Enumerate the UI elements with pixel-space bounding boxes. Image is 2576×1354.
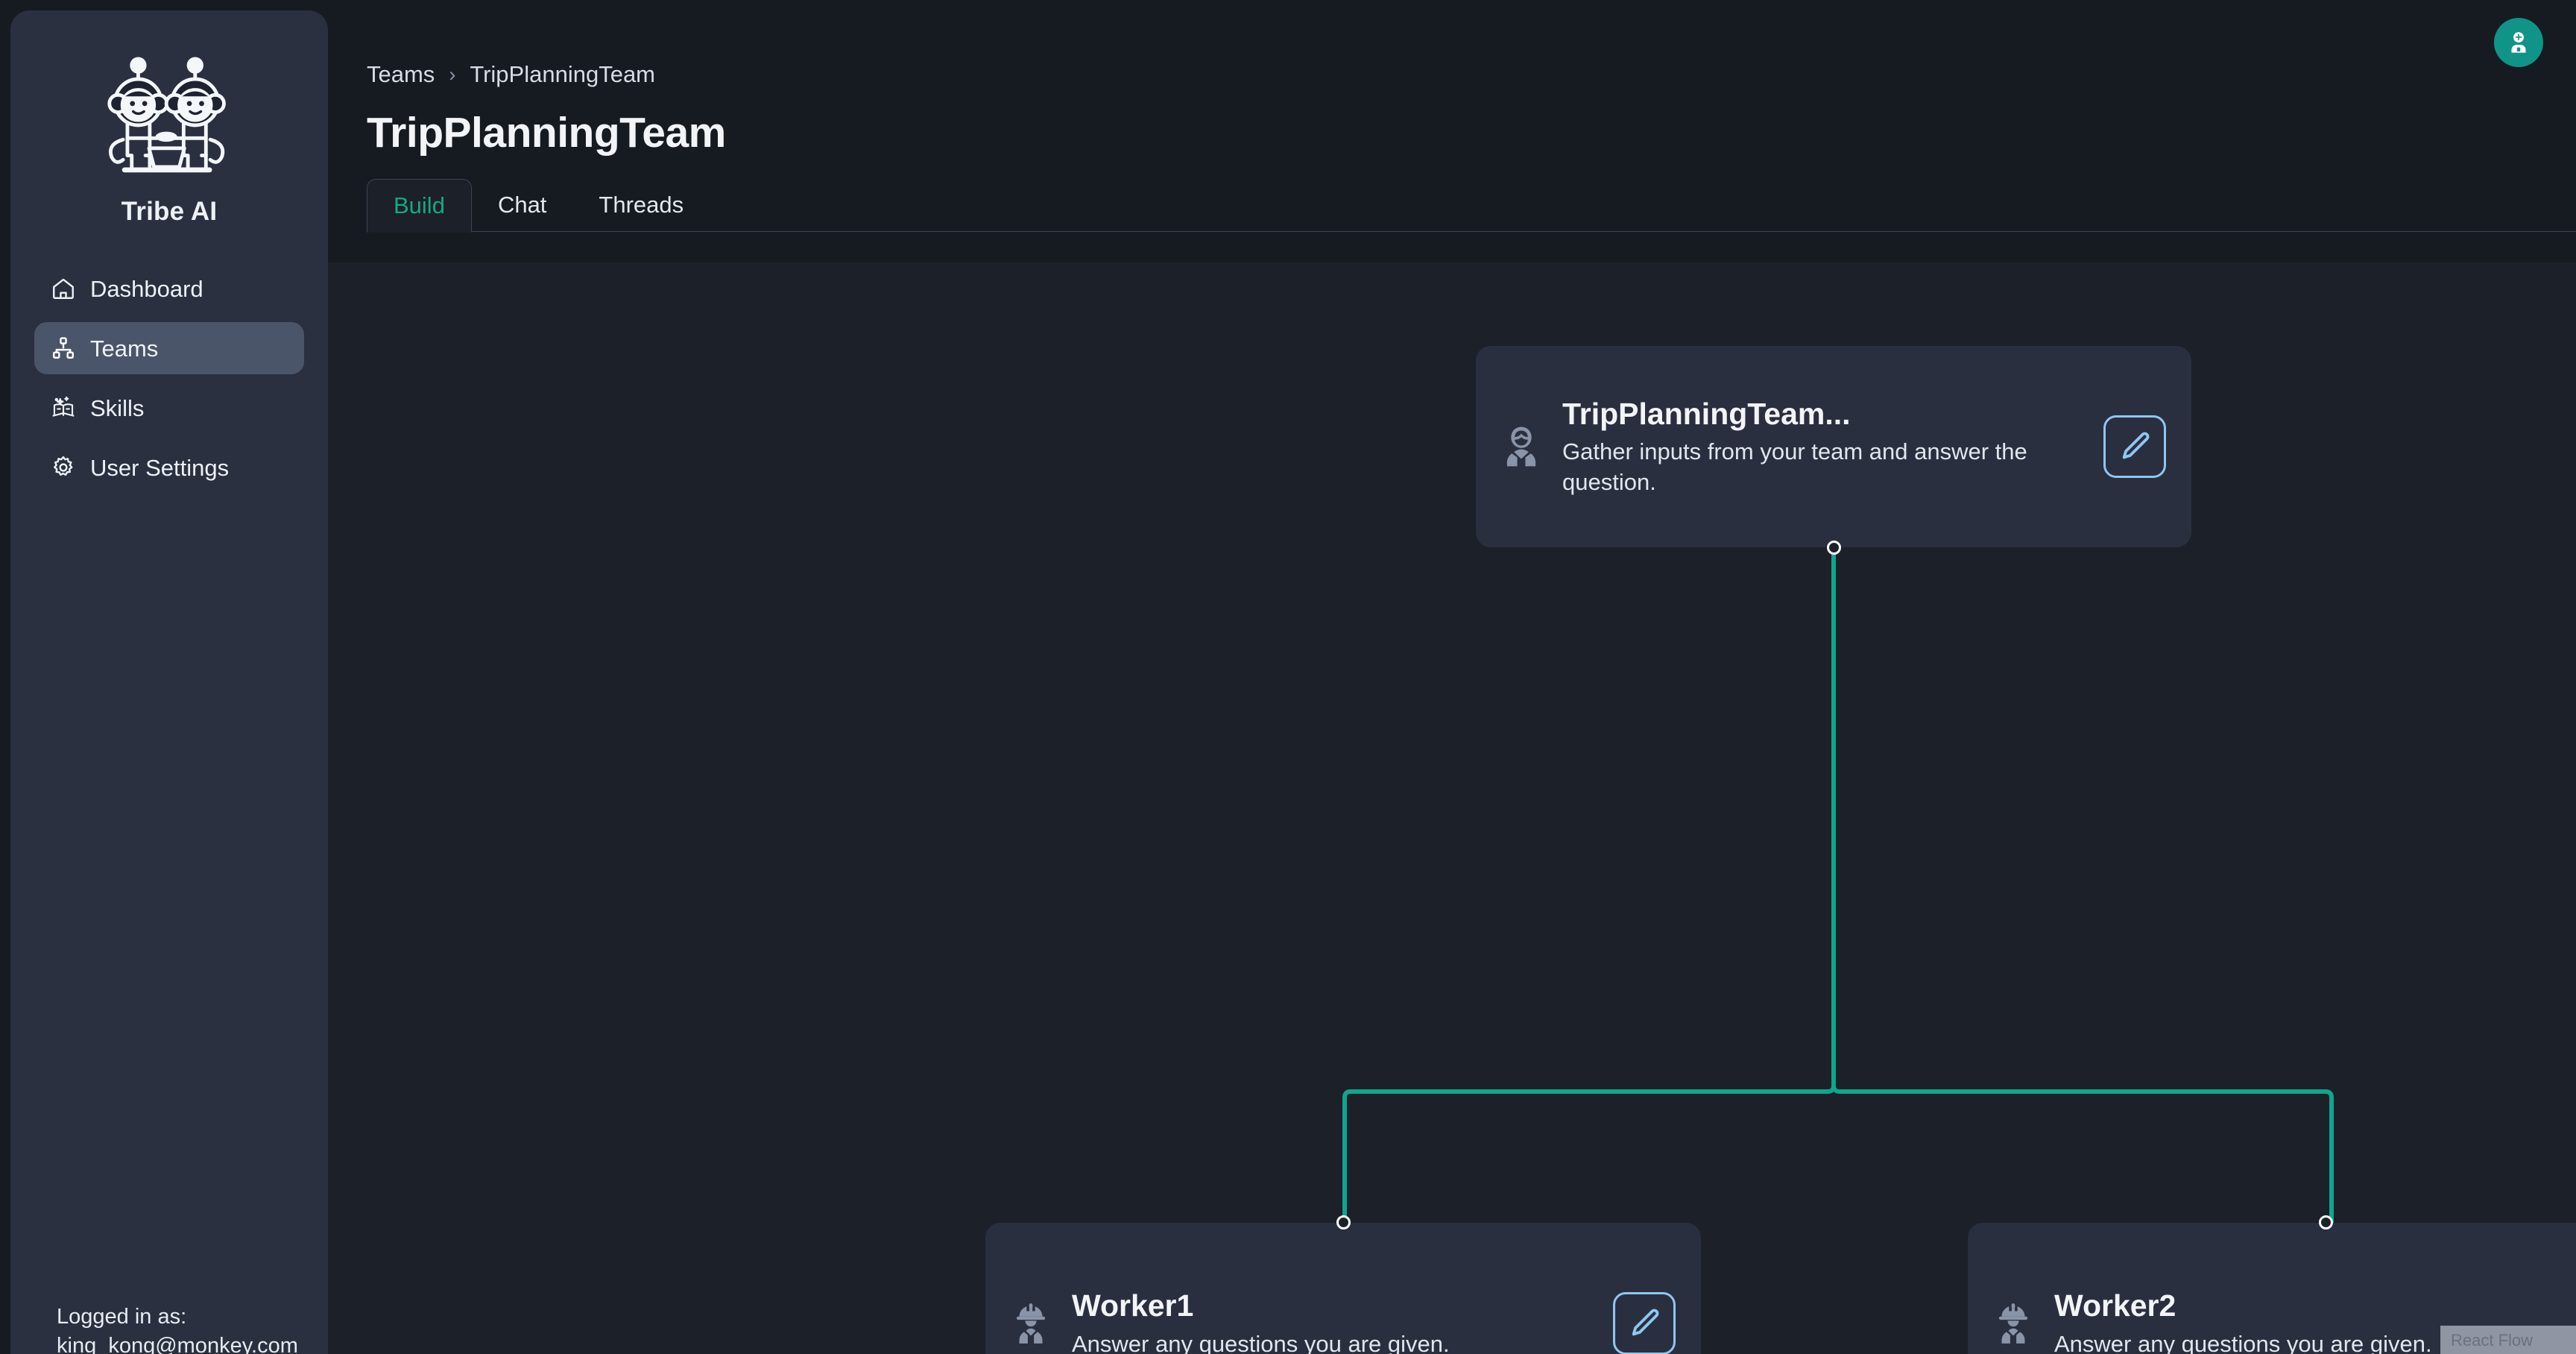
sidebar-item-label: User Settings	[90, 454, 230, 481]
flow-node-worker1[interactable]: Worker1 Answer any questions you are giv…	[985, 1215, 1701, 1354]
edge-root-to-worker2	[1831, 545, 2334, 1225]
user-avatar-icon	[2511, 32, 2526, 53]
sidebar-nav: Dashboard Teams	[10, 262, 328, 494]
sidebar-item-user-settings[interactable]: User Settings	[34, 441, 304, 494]
logged-in-info: Logged in as: king_kong@monkey.com	[57, 1303, 318, 1354]
team-leader-icon	[1498, 423, 1544, 470]
node-title: Worker2	[2054, 1288, 2176, 1323]
edit-pencil-icon	[1632, 1309, 1659, 1336]
node-description: Gather inputs from your team and answer …	[1562, 438, 2027, 496]
flow-canvas[interactable]: TripPlanningTeam... Gather inputs from y…	[328, 262, 2576, 1354]
tab-build[interactable]: Build	[367, 179, 472, 233]
node-handle-target[interactable]	[1336, 1215, 1351, 1229]
tab-divider	[367, 231, 2576, 232]
node-description: Answer any questions you are given.	[2054, 1330, 2432, 1354]
edit-pencil-icon	[2122, 432, 2150, 459]
logged-in-label: Logged in as:	[57, 1305, 187, 1329]
sidebar-item-label: Skills	[90, 394, 145, 421]
main-area: Teams › TripPlanningTeam TripPlanningTea…	[328, 0, 2576, 1354]
page-header: Teams › TripPlanningTeam TripPlanningTea…	[328, 0, 2576, 233]
edit-node-button[interactable]	[2103, 415, 2166, 478]
home-icon	[51, 276, 76, 301]
node-handle-target[interactable]	[2319, 1215, 2333, 1229]
two-robot-monkeys-logo-icon	[107, 57, 226, 173]
user-avatar-button[interactable]	[2494, 18, 2543, 67]
flow-attribution[interactable]: React Flow	[2440, 1326, 2576, 1354]
node-title: Worker1	[1072, 1288, 1194, 1323]
breadcrumb-item-current[interactable]: TripPlanningTeam	[470, 61, 656, 87]
sidebar-item-teams[interactable]: Teams	[34, 322, 304, 374]
worker-hardhat-icon	[1990, 1300, 2036, 1347]
tab-chat[interactable]: Chat	[497, 192, 547, 218]
tab-threads[interactable]: Threads	[599, 192, 684, 218]
sidebar: Tribe AI Dashboard	[10, 10, 328, 1354]
node-content: Worker1 Answer any questions you are giv…	[1072, 1288, 1595, 1354]
sidebar-item-dashboard[interactable]: Dashboard	[34, 262, 304, 315]
node-content: Worker2 Answer any questions you are giv…	[2054, 1288, 2576, 1354]
logged-in-email: king_kong@monkey.com	[57, 1333, 298, 1354]
sidebar-item-label: Teams	[90, 335, 159, 362]
page-title: TripPlanningTeam	[367, 109, 726, 157]
node-title: TripPlanningTeam...	[1562, 396, 1851, 431]
breadcrumb-item-teams[interactable]: Teams	[367, 61, 435, 87]
app-name: Tribe AI	[121, 197, 218, 226]
breadcrumb: Teams › TripPlanningTeam	[367, 61, 2576, 88]
edit-node-button[interactable]	[1613, 1292, 1676, 1354]
sidebar-item-skills[interactable]: Skills	[34, 382, 304, 434]
node-description: Answer any questions you are given.	[1072, 1330, 1450, 1354]
worker-hardhat-icon	[1008, 1300, 1054, 1347]
node-content: TripPlanningTeam... Gather inputs from y…	[1562, 396, 2086, 498]
sidebar-item-label: Dashboard	[90, 275, 203, 302]
flow-edges	[1342, 545, 2334, 1225]
book-sparkle-icon	[51, 395, 76, 421]
tab-bar: Build Chat Threads	[367, 178, 2576, 233]
node-handle-source[interactable]	[1827, 541, 1841, 555]
chevron-right-icon: ›	[449, 63, 456, 86]
flow-node-root[interactable]: TripPlanningTeam... Gather inputs from y…	[1476, 346, 2191, 555]
org-chart-icon	[51, 336, 76, 361]
edge-root-to-worker1	[1342, 545, 1836, 1225]
gear-icon	[51, 455, 76, 480]
app-logo[interactable]: Tribe AI	[10, 10, 328, 227]
